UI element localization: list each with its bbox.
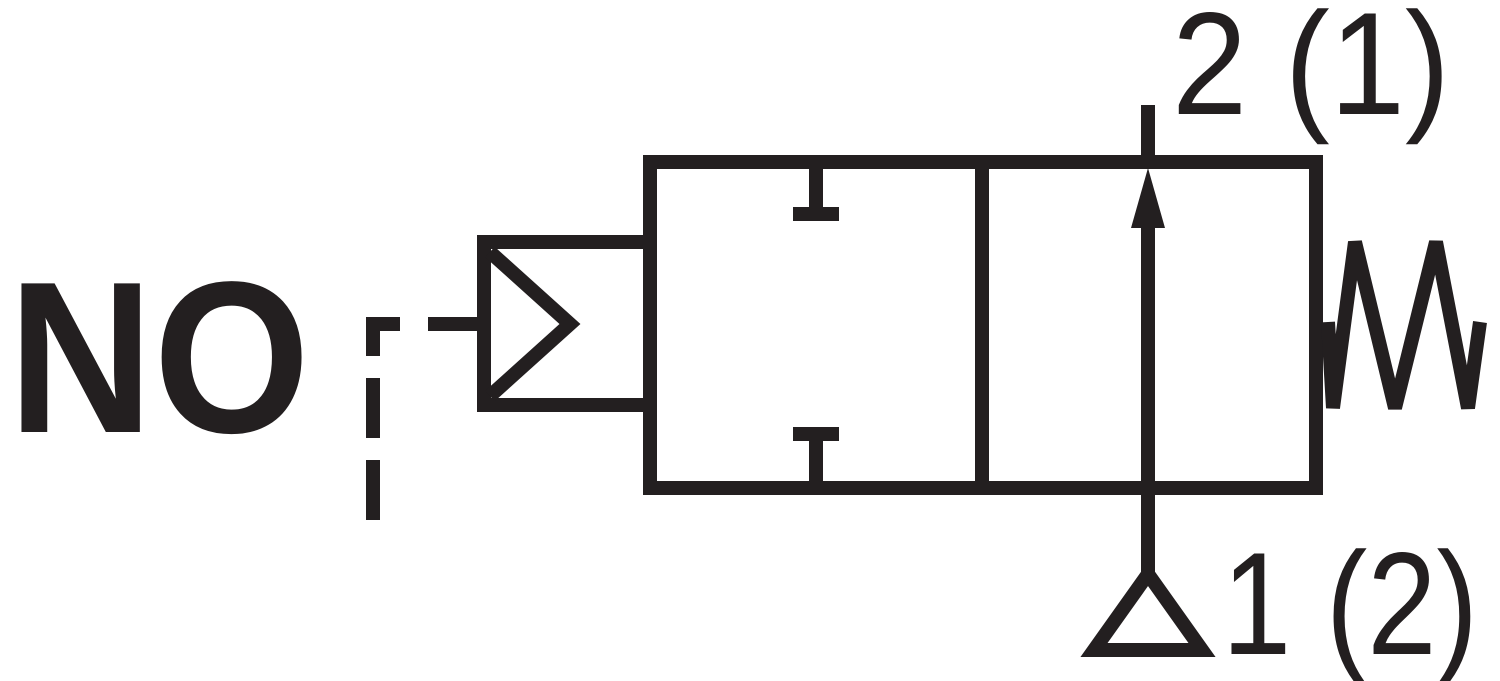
- return-spring-icon: [1321, 240, 1487, 410]
- blocked-port-bottom: [793, 427, 839, 481]
- solenoid-actuator: [477, 235, 650, 412]
- port-top-label: 2 (1): [1172, 0, 1450, 145]
- blocked-port-top: [793, 169, 839, 221]
- normally-open-label: NO: [8, 236, 310, 478]
- pressure-source-icon: [1080, 561, 1216, 657]
- dashed-pilot-line: [366, 317, 484, 520]
- port-bottom-label: 1 (2): [1222, 522, 1478, 681]
- flow-arrow-icon: [1131, 168, 1165, 228]
